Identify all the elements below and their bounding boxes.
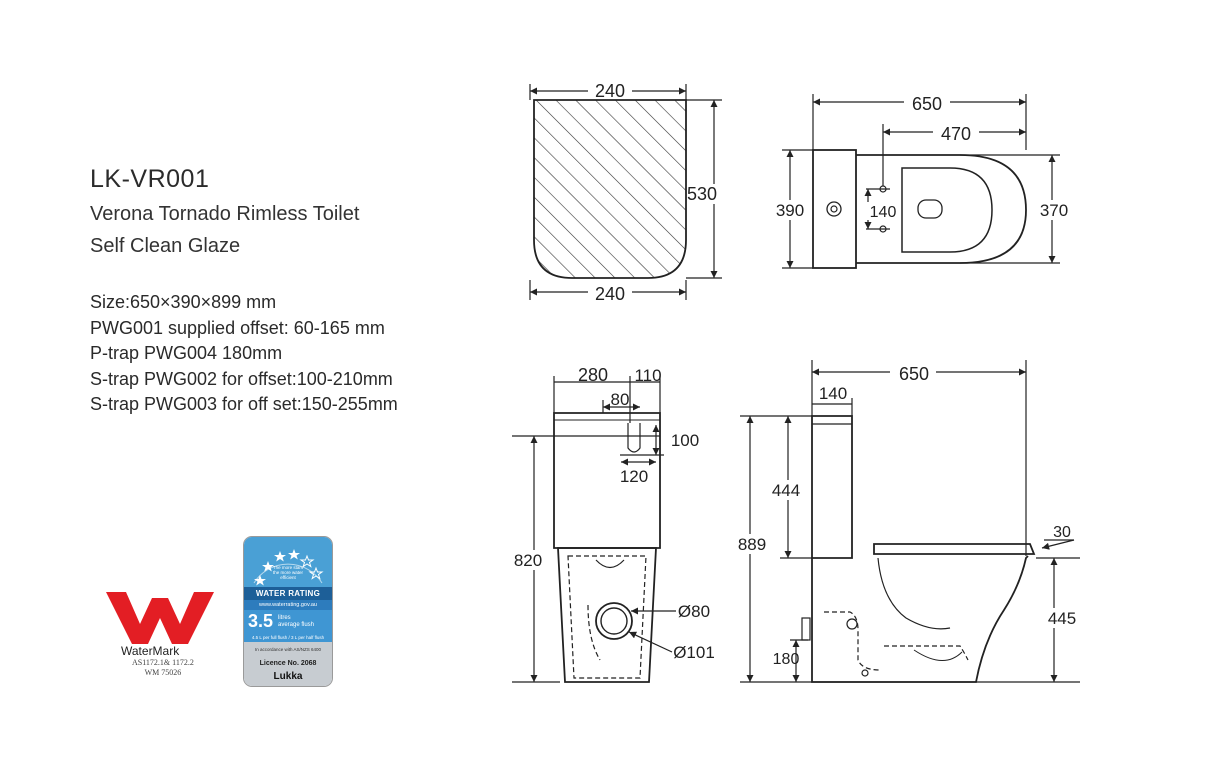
dim-front-height: 820: [514, 551, 542, 570]
watermark-standard: AS1172.1& 1172.2 WM 75026: [132, 658, 194, 678]
dim-front-tank-depth: 280: [578, 365, 608, 385]
dim-front-button: 80: [611, 390, 630, 409]
product-heading-block: LK-VR001 Verona Tornado Rimless Toilet S…: [90, 165, 359, 262]
tank-outline: [812, 149, 857, 269]
water-rating-title: WATER RATING: [244, 587, 332, 600]
rating-stars-icon: [253, 549, 324, 586]
flush-unit: litres average flush: [278, 615, 314, 629]
seat-plan-view: [529, 84, 722, 300]
water-rating-label: The more stars the more water efficient …: [243, 536, 333, 687]
spec-offset: PWG001 supplied offset: 60-165 mm: [90, 317, 385, 338]
dim-seat-bottom: 240: [595, 284, 625, 304]
dim-side-seat-height: 445: [1048, 609, 1076, 628]
model-number: LK-VR001: [90, 165, 210, 193]
side-inlet-circle: [846, 618, 858, 630]
spec-s-trap-003: S-trap PWG003 for off set:150-255mm: [90, 394, 398, 414]
licence-area: [244, 642, 332, 686]
dim-tank-width: 390: [776, 201, 804, 220]
dim-seat-top: 240: [595, 81, 625, 101]
flush-unit-line1: litres: [278, 615, 291, 621]
dim-top-length: 650: [912, 94, 942, 114]
front-rim-curve: [595, 559, 625, 569]
side-outlet-stub: [801, 617, 811, 641]
spec-list: Size:650×390×899 mm PWG001 supplied offs…: [90, 290, 398, 418]
water-rating-url: www.waterrating.gov.au: [244, 600, 332, 610]
watermark-label: WaterMark: [121, 644, 180, 658]
dim-bowl-width: 370: [1040, 201, 1068, 220]
dim-front-inlet-width: 120: [620, 467, 648, 486]
dim-front-inlet-offset: 110: [634, 366, 661, 385]
spec-size: Size:650×390×899 mm: [90, 292, 277, 312]
front-tank: [553, 412, 661, 549]
side-water-seal: [913, 649, 963, 661]
leader-outlet-outer: [628, 631, 673, 653]
side-view: [740, 360, 1080, 683]
side-seat: [873, 543, 1036, 555]
dim-side-seat-thickness: 30: [1053, 524, 1071, 541]
button-inner: [830, 205, 838, 213]
product-glaze: Self Clean Glaze: [90, 235, 241, 257]
inlet-outline: [627, 423, 641, 453]
side-hole: [861, 669, 869, 677]
side-bowl-curve: [877, 557, 951, 630]
front-view: [512, 376, 676, 683]
flush-note: 4.5 L per full flush / 3 L per half flus…: [251, 635, 325, 640]
dim-front-outlet-outer: Ø101: [673, 643, 715, 662]
hidden-line: [587, 604, 601, 661]
dim-front-inlet-drop: 100: [671, 431, 699, 450]
watermark-standard-line1: AS1172.1& 1172.2: [132, 658, 194, 667]
outlet-inner-circle: [600, 607, 628, 635]
outlet-oval: [917, 199, 943, 219]
side-trap-hidden: [824, 611, 881, 671]
outlet-outer-circle: [595, 602, 633, 640]
dim-side-tank: 140: [819, 384, 847, 403]
button-outer: [826, 201, 842, 217]
stars-caption: The more stars the more water efficient: [272, 565, 304, 580]
product-name: Verona Tornado Rimless Toilet: [90, 203, 360, 225]
watermark-logo-icon: [106, 592, 214, 644]
dim-bowl-length: 470: [941, 124, 971, 144]
side-trap-hidden-2: [884, 645, 969, 661]
front-pan: [557, 547, 657, 683]
dim-side-outlet-height: 180: [773, 651, 800, 668]
seat-outline: [533, 99, 687, 279]
bowl-outline: [856, 154, 1027, 264]
dim-side-total-height: 889: [738, 535, 766, 554]
dim-seat-depth: 530: [687, 184, 717, 204]
dim-side-length: 650: [899, 364, 929, 384]
dim-fixing: 140: [870, 204, 897, 221]
bowl-inner: [901, 167, 993, 253]
rating-licence: Licence No. 2068: [259, 660, 317, 667]
dim-side-tank-height: 444: [772, 481, 800, 500]
spec-p-trap: P-trap PWG004 180mm: [90, 343, 283, 363]
flush-rating-number: 3.5: [248, 611, 274, 631]
rating-brand: Lukka: [273, 671, 303, 682]
spec-s-trap-002: S-trap PWG002 for offset:100-210mm: [90, 368, 393, 389]
side-pan-outline: [811, 555, 1029, 683]
watermark-standard-line2: WM 75026: [144, 668, 182, 677]
leader-seat-thickness: [1041, 539, 1075, 550]
dim-front-outlet-inner: Ø80: [678, 602, 710, 621]
top-plan-view: [782, 94, 1060, 269]
front-trapway-hidden: [567, 555, 647, 679]
rating-accordance: In accordance with AS/NZS 6400: [254, 647, 322, 652]
rating-stars-area: The more stars the more water efficient: [244, 537, 332, 587]
side-tank: [811, 415, 853, 559]
flush-unit-line2: average flush: [278, 622, 315, 628]
flush-area: [244, 610, 332, 642]
